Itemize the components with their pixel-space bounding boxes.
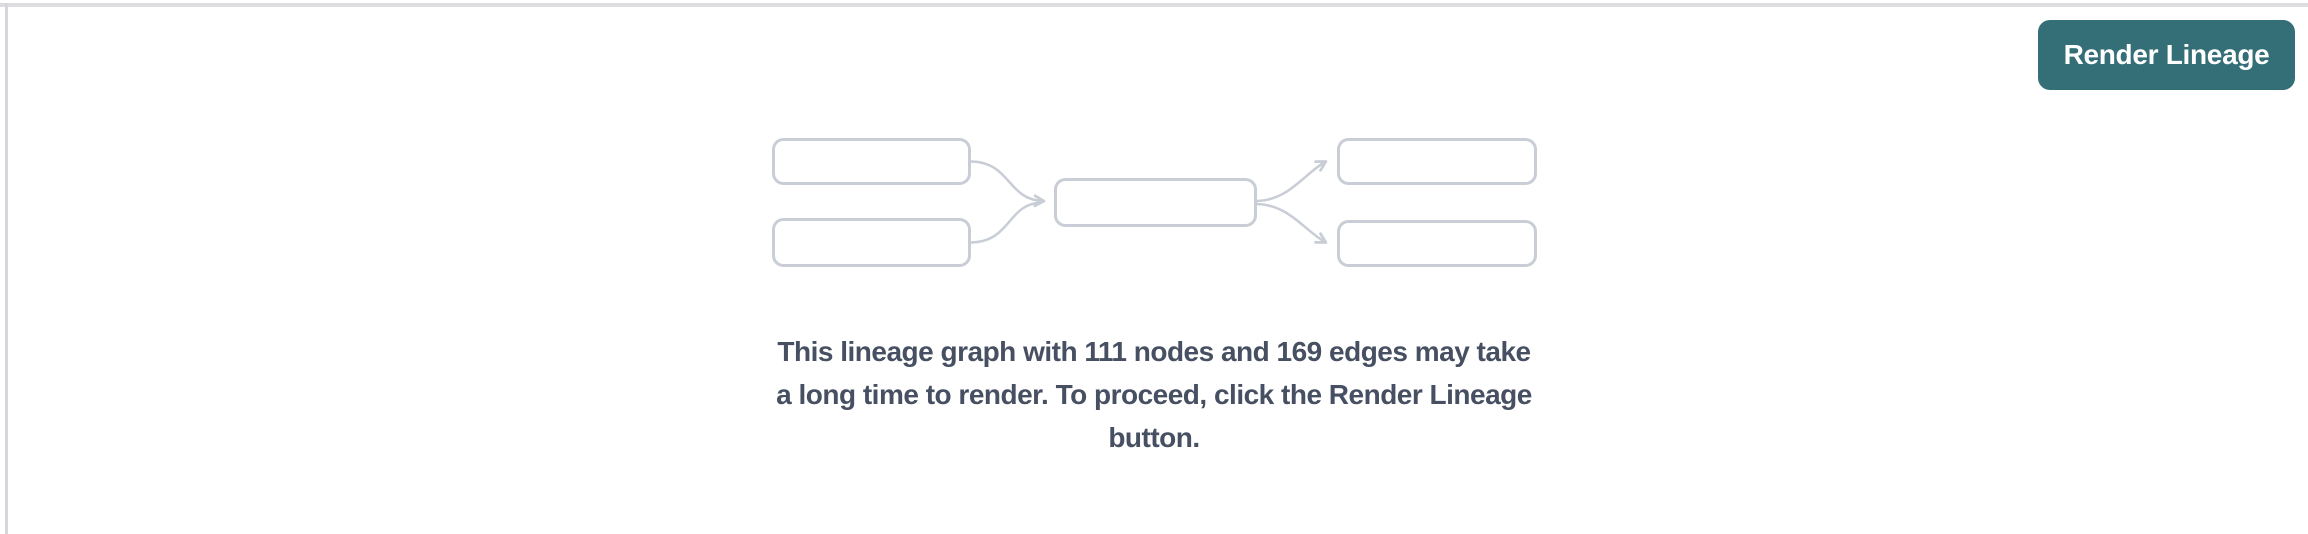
placeholder-node-right-bottom	[1337, 220, 1537, 267]
flow-arrow-left-top-to-center	[968, 160, 1046, 208]
warning-line-1: This lineage graph with 111 nodes and 16…	[777, 336, 1531, 367]
flow-arrow-center-to-right-top	[1255, 160, 1328, 203]
placeholder-node-left-bottom	[772, 218, 971, 267]
warning-line-2: a long time to render. To proceed, click…	[776, 379, 1532, 410]
flow-arrow-center-to-right-bottom	[1255, 202, 1328, 244]
top-border-line	[0, 3, 2308, 7]
render-lineage-button[interactable]: Render Lineage	[2038, 20, 2295, 90]
lineage-placeholder-graphic	[772, 138, 1537, 267]
placeholder-node-right-top	[1337, 138, 1537, 185]
placeholder-node-left-top	[772, 138, 971, 185]
warning-line-3: button.	[1108, 422, 1200, 453]
lineage-warning-text: This lineage graph with 111 nodes and 16…	[776, 330, 1532, 459]
left-border-line	[5, 3, 8, 534]
flow-arrow-left-bottom-to-center	[968, 201, 1043, 244]
placeholder-node-center	[1054, 178, 1257, 227]
